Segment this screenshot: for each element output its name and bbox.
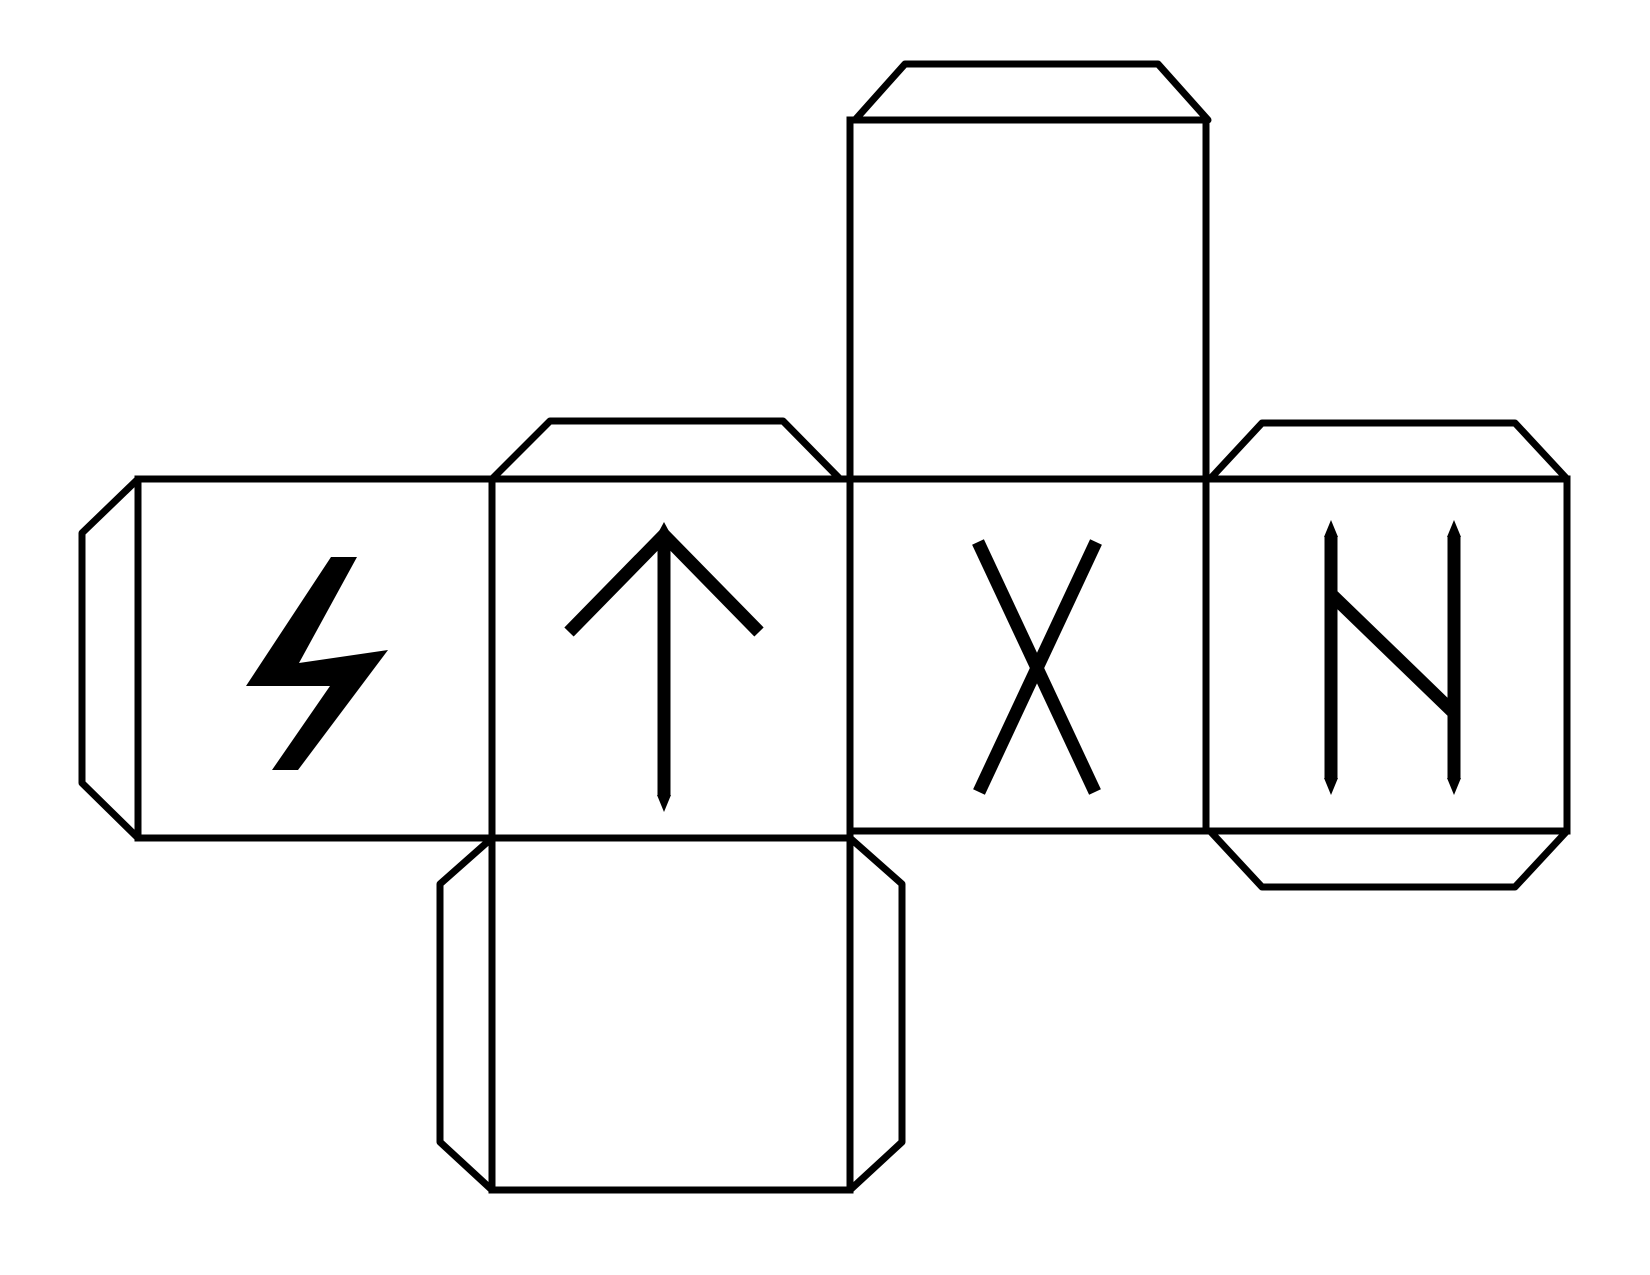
face-top — [846, 116, 1210, 483]
tab-top-face-top — [851, 60, 1212, 124]
gebo-rune-icon — [972, 539, 1102, 795]
face-bottom — [488, 834, 854, 1194]
tab-center-left-top — [488, 417, 844, 483]
tab-right-bottom — [1206, 827, 1571, 891]
tab-right-top — [1206, 419, 1571, 483]
face-center-left — [488, 475, 854, 842]
tab-bottom-right — [846, 834, 906, 1194]
tiwaz-rune-icon — [564, 522, 764, 812]
hagalaz-rune-icon — [1324, 520, 1461, 795]
tab-bottom-left — [436, 834, 496, 1194]
sowilo-rune-icon — [246, 557, 388, 770]
tab-left-side — [78, 475, 142, 842]
face-left — [134, 475, 496, 842]
